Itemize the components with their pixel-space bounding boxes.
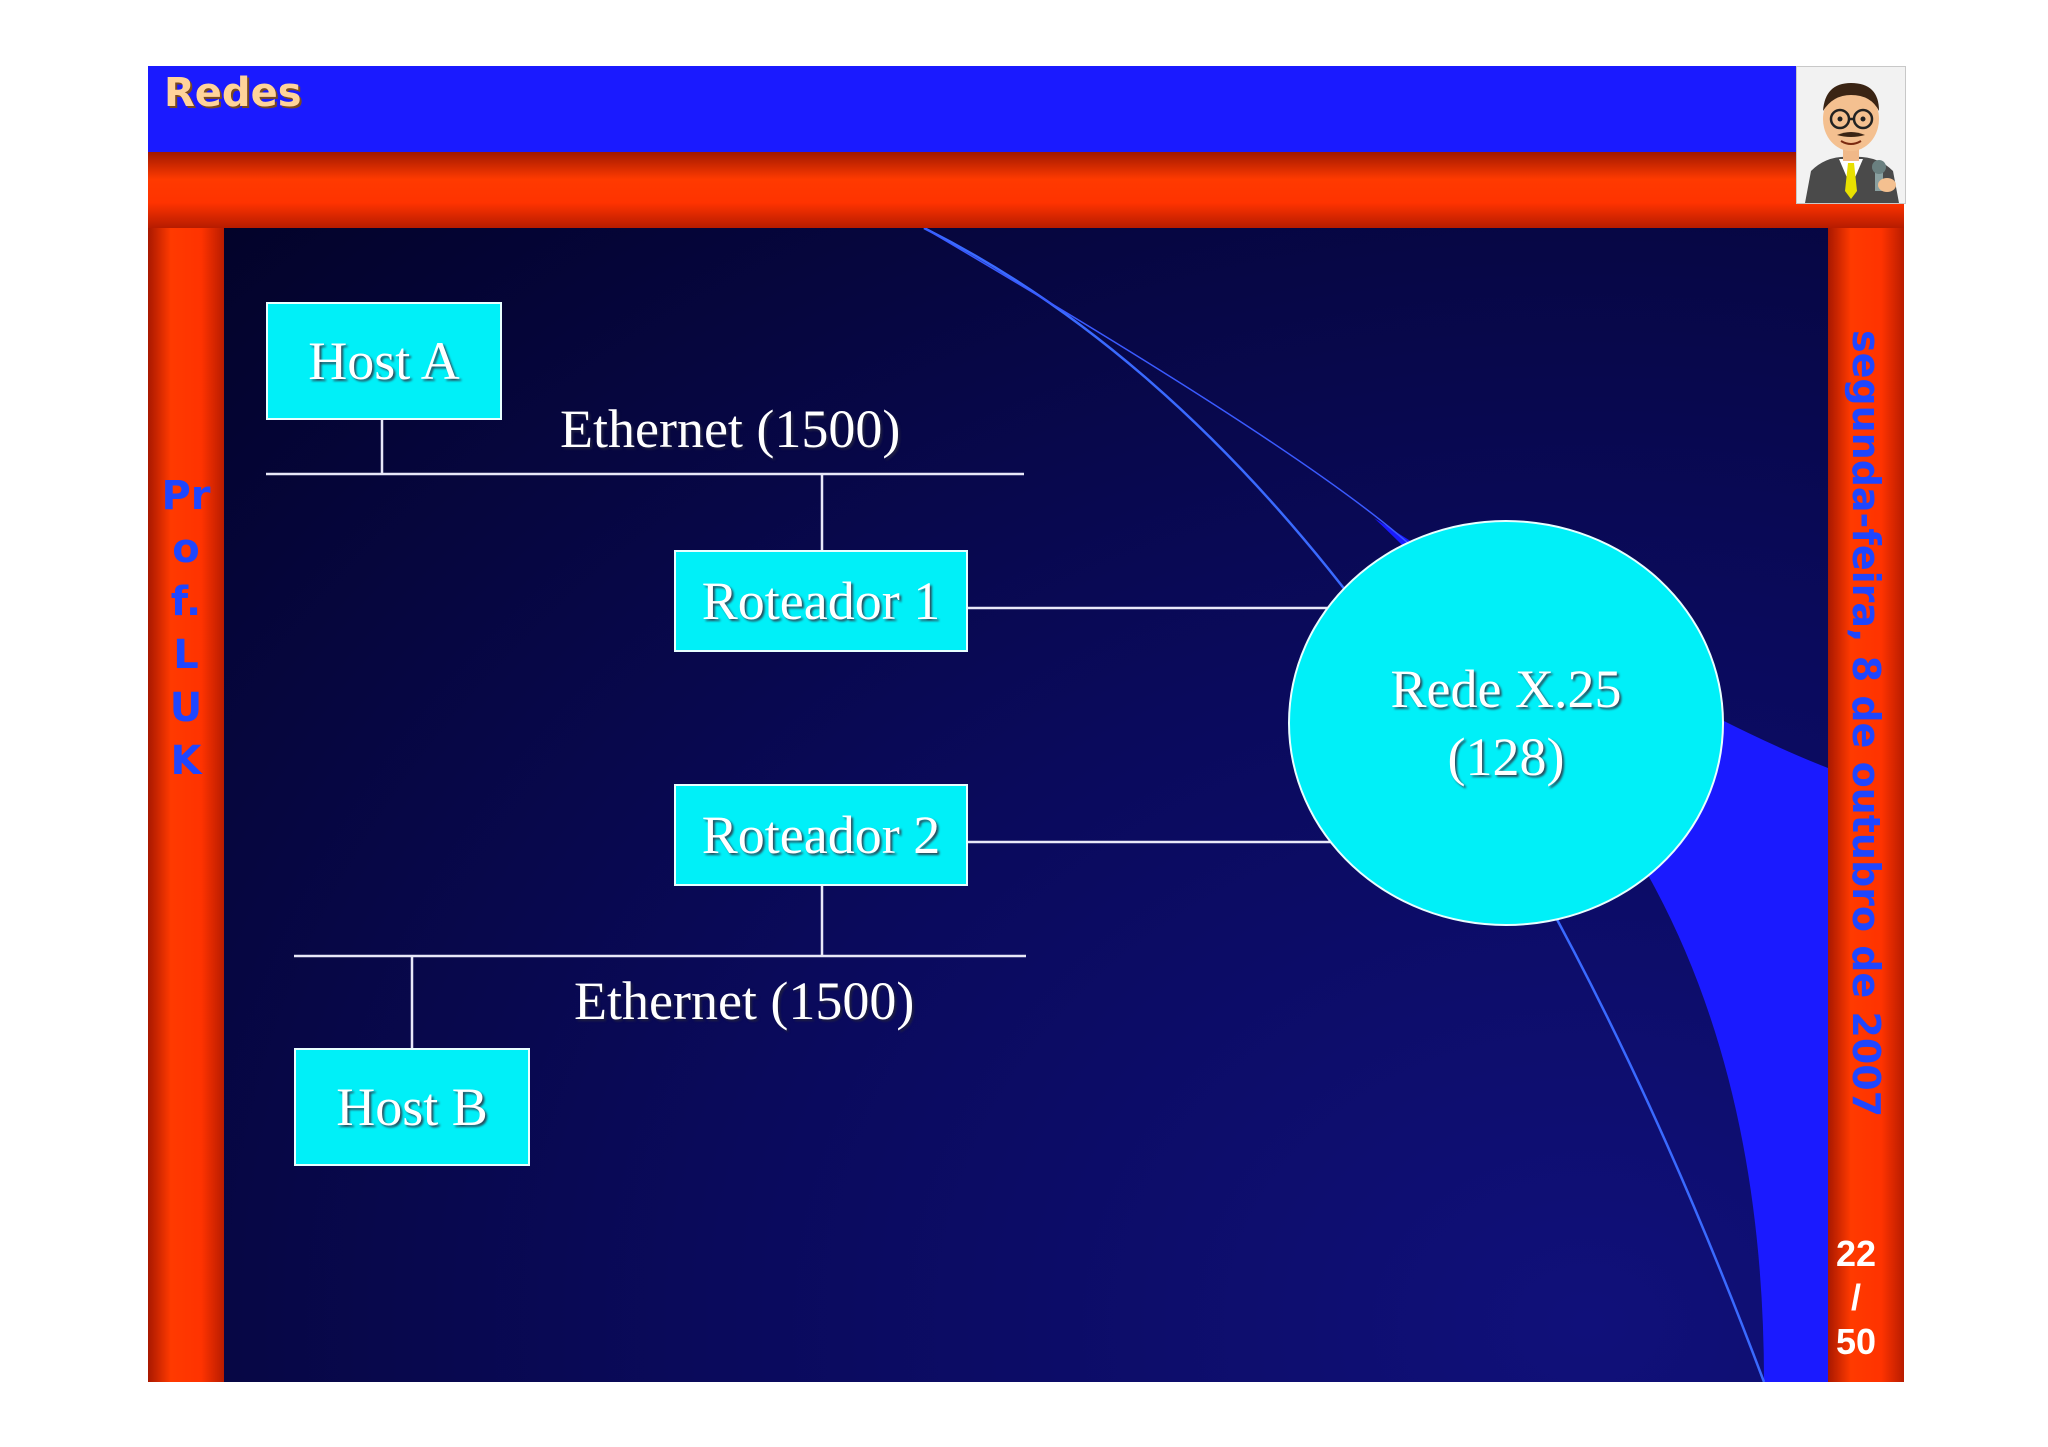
author-vertical-label: Prof. LUK [161,473,216,784]
slide-title: Redes [164,70,302,116]
page-current: 22 [1835,1233,1877,1274]
host-b-node: Host B [294,1048,530,1166]
host-a-node: Host A [266,302,502,420]
ethernet-bottom-label: Ethernet (1500) [574,971,915,1031]
decorative-arc-inner [923,228,1425,559]
network-name: Rede X.25 [1390,659,1622,719]
x25-network-node: Rede X.25 (128) [1288,520,1724,926]
ethernet-top-label: Ethernet (1500) [560,399,901,459]
page-separator: / [1850,1277,1861,1318]
router-1-node: Roteador 1 [674,550,968,652]
network-mtu: (128) [1447,727,1565,787]
header-red-band [148,152,1904,230]
professor-avatar-icon [1796,66,1906,204]
header-bar [148,66,1796,156]
page-number: 22 / 50 [1828,1232,1884,1364]
date-vertical-label: segunda-feira, 8 de outubro de 2007 [1844,330,1888,1118]
router-2-node: Roteador 2 [674,784,968,886]
left-frame-column [148,228,224,1382]
right-frame-column [1828,228,1904,1382]
page-total: 50 [1835,1321,1877,1362]
